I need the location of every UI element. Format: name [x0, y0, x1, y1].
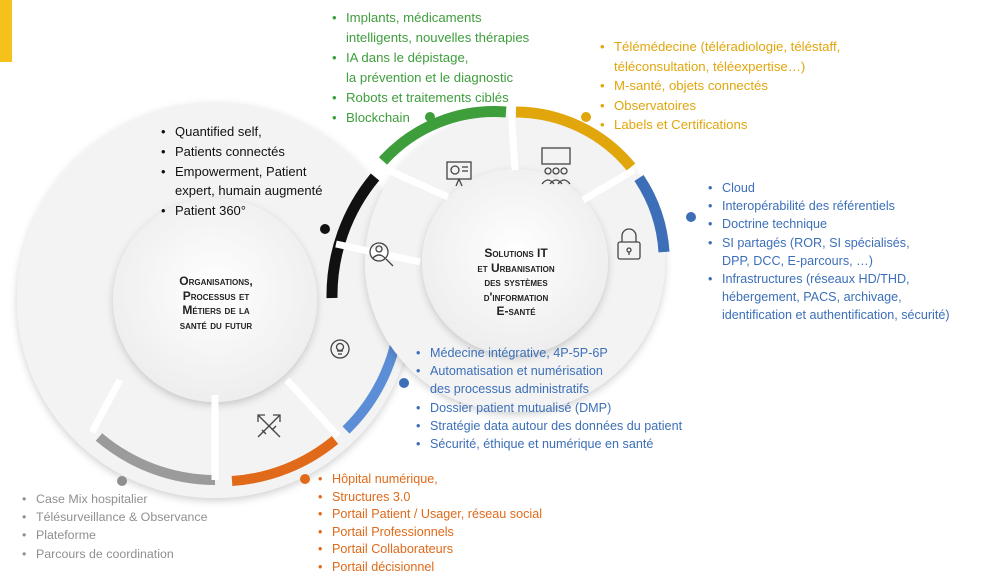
hub-left-line: Métiers de la: [182, 303, 250, 317]
list-item: Structures 3.0: [318, 489, 542, 507]
list-item: Empowerment, Patient: [161, 162, 322, 182]
list-item: Télésurveillance & Observance: [22, 508, 208, 526]
green-list: Implants, médicaments intelligents, nouv…: [332, 8, 529, 128]
list-item: Télémédecine (téléradiologie, téléstaff,: [600, 37, 840, 57]
list-item: Observatoires: [600, 96, 840, 116]
list-item: Interopérabilité des référentiels: [708, 197, 950, 215]
list-item: Sécurité, éthique et numérique en santé: [416, 435, 682, 453]
list-item: Infrastructures (réseaux HD/THD,: [708, 270, 950, 288]
list-item: Implants, médicaments: [332, 8, 529, 28]
list-item: Labels et Certifications: [600, 115, 840, 135]
list-item-continuation: la prévention et le diagnostic: [346, 70, 514, 85]
list-item: Cloud: [708, 179, 950, 197]
list-item: IA dans le dépistage,: [332, 48, 529, 68]
list-item: Portail Collaborateurs: [318, 541, 542, 559]
list-item: Patients connectés: [161, 142, 322, 162]
list-item: Patient 360°: [161, 201, 322, 221]
corner-logo: [0, 0, 12, 62]
list-item-continuation: DPP, DCC, E-parcours, …): [722, 253, 873, 268]
hub-left-title: Organisations, Processus et Métiers de l…: [150, 274, 282, 332]
hub-left-line: Processus et: [182, 288, 250, 303]
list-item: Plateforme: [22, 526, 208, 544]
list-item: Stratégie data autour des données du pat…: [416, 417, 682, 435]
search-person-icon: [369, 242, 394, 267]
blue-center-dot: [399, 378, 409, 388]
list-item: Automatisation et numérisation: [416, 362, 682, 380]
orange-arc: [231, 436, 339, 486]
blue-right-dot: [686, 212, 696, 222]
hub-left-line: santé du futur: [179, 317, 253, 332]
hub-left-line: Organisations,: [179, 274, 253, 288]
yellow-arc: [515, 106, 636, 171]
gray-list: Case Mix hospitalier Télésurveillance & …: [22, 490, 208, 563]
list-item: Portail Patient / Usager, réseau social: [318, 506, 542, 524]
list-item-continuation: intelligents, nouvelles thérapies: [346, 30, 530, 45]
list-item: Robots et traitements ciblés: [332, 88, 529, 108]
gear-bulb-icon: [330, 339, 350, 359]
hub-right-title: Solutions IT et Urbanisation des système…: [451, 246, 581, 319]
black-arc: [326, 173, 380, 299]
list-item: Dossier patient mutualisé (DMP): [416, 399, 682, 417]
list-item: Médecine intégrative, 4P-5P-6P: [416, 344, 682, 362]
list-item-continuation: des processus administratifs: [430, 382, 589, 397]
blue-center-list: Médecine intégrative, 4P-5P-6P Automatis…: [416, 344, 682, 453]
padlock-icon: [617, 228, 641, 260]
list-item: Doctrine technique: [708, 215, 950, 233]
orange-list: Hôpital numérique, Structures 3.0 Portai…: [318, 471, 542, 577]
blue-right-list: Cloud Interopérabilité des référentiels …: [708, 179, 950, 325]
crossed-arrows-icon: [257, 414, 281, 438]
gray-arc: [95, 433, 216, 485]
hub-right-line: d'information: [483, 289, 549, 304]
yellow-list: Télémédecine (téléradiologie, téléstaff,…: [600, 37, 840, 135]
hub-right-line: des systèmes: [484, 275, 548, 289]
orange-dot: [300, 474, 310, 484]
hub-right-line: E-santé: [496, 304, 536, 318]
presentation-chart-icon: [446, 161, 472, 187]
list-item: Blockchain: [332, 108, 529, 128]
list-item: Hôpital numérique,: [318, 471, 542, 489]
list-item: Parcours de coordination: [22, 545, 208, 563]
list-item-continuation: hébergement, PACS, archivage,: [722, 290, 902, 305]
black-dot: [320, 224, 330, 234]
list-item: SI partagés (ROR, SI spécialisés,: [708, 234, 950, 252]
blue-right-arc: [634, 174, 670, 253]
list-item: Quantified self,: [161, 122, 322, 142]
list-item: Portail décisionnel: [318, 559, 542, 577]
list-item-continuation: expert, humain augmenté: [175, 183, 323, 199]
black-list: Quantified self, Patients connectés Empo…: [161, 122, 322, 221]
list-item: M-santé, objets connectés: [600, 76, 840, 96]
gray-dot: [117, 476, 127, 486]
yellow-dot: [581, 112, 591, 122]
hub-right-line: et Urbanisation: [477, 260, 555, 275]
list-item: Case Mix hospitalier: [22, 490, 208, 508]
right-ring: [326, 106, 670, 412]
list-item-continuation: identification et authentification, sécu…: [722, 308, 950, 323]
list-item: Portail Professionnels: [318, 524, 542, 542]
hub-right-line: Solutions IT: [484, 246, 548, 260]
list-item-continuation: téléconsultation, téléexpertise…): [614, 58, 806, 74]
audience-screen-icon: [541, 147, 571, 185]
